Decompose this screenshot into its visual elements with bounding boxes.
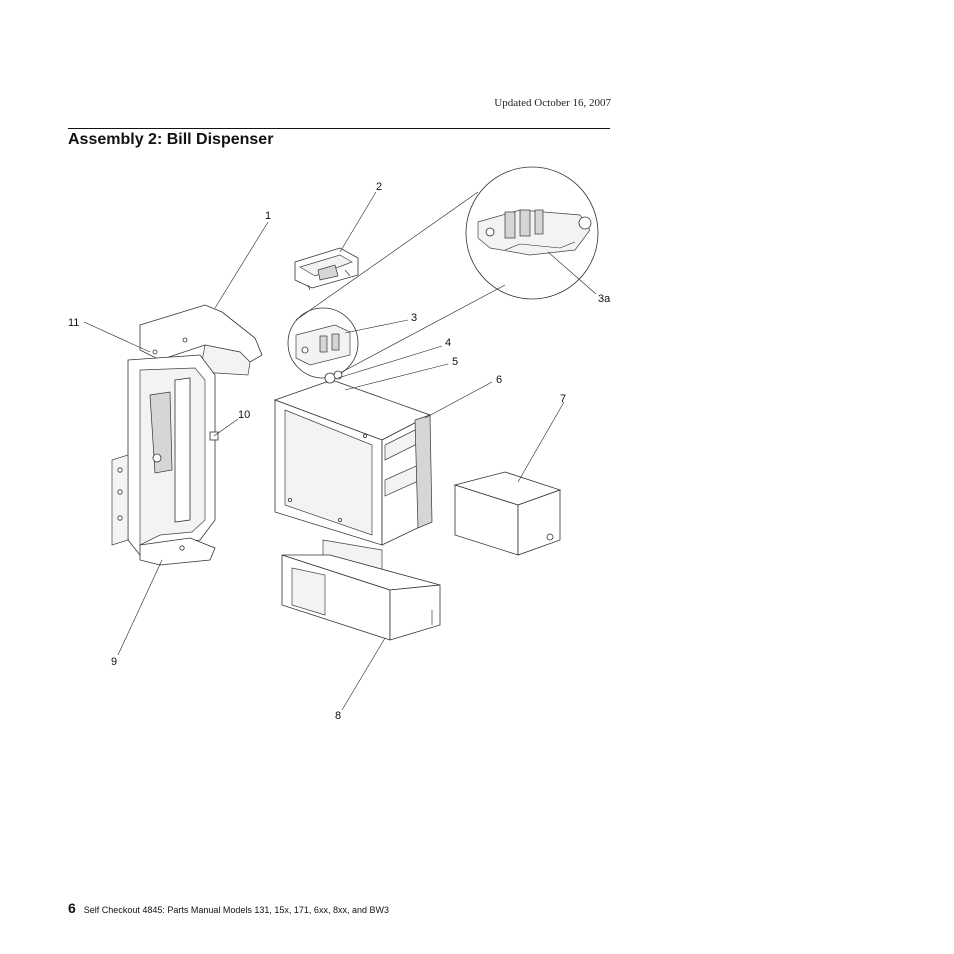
section-title: Assembly 2: Bill Dispenser	[68, 131, 274, 148]
part-7-box	[453, 471, 562, 556]
callout-7: 7	[560, 393, 566, 405]
footer-title: Self Checkout 4845: Parts Manual Models …	[83, 905, 389, 915]
callout-2: 2	[376, 181, 382, 193]
callout-3a: 3a	[598, 293, 611, 305]
callout-11: 11	[68, 317, 79, 329]
callout-8: 8	[335, 710, 341, 722]
page-footer: 6 Self Checkout 4845: Parts Manual Models…	[68, 900, 389, 918]
part-8-tray	[281, 539, 441, 641]
header-rule	[68, 128, 610, 129]
callout-3: 3	[411, 312, 417, 324]
callout-4: 4	[445, 337, 451, 349]
part-3-roller	[287, 307, 359, 379]
part-3a-detail	[465, 166, 599, 300]
part-2-bracket	[294, 247, 359, 291]
callout-5: 5	[452, 356, 458, 368]
page-number: 6	[68, 900, 76, 916]
updated-date: Updated October 16, 2007	[494, 97, 611, 109]
part-6-box	[273, 370, 433, 546]
callout-6: 6	[496, 374, 502, 386]
callout-10: 10	[238, 409, 250, 421]
callout-9: 9	[111, 656, 117, 668]
part-1-frame	[111, 304, 263, 566]
callout-1: 1	[265, 210, 271, 222]
